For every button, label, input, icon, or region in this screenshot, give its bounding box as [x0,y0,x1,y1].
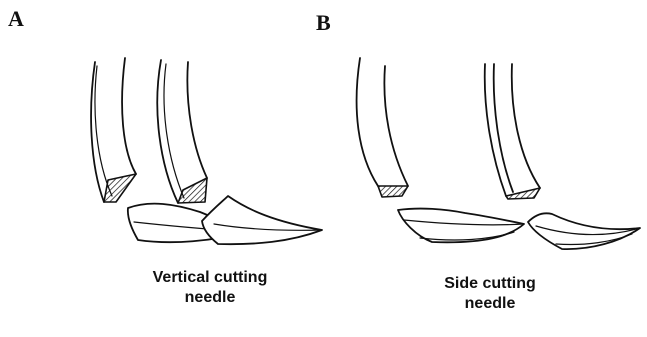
side-needle-point-right [528,213,640,249]
vertical-cutting-caption: Vertical cutting needle [130,268,290,308]
vertical-needle-point-right [202,196,322,244]
side-needle-shaft-right [485,64,540,199]
side-cutting-caption-line2: needle [420,294,560,314]
side-needle-shaft-left [357,58,408,197]
vertical-needle-shaft-right [157,60,207,203]
side-cutting-caption: Side cutting needle [420,274,560,314]
vertical-needle-shaft-left [91,58,136,202]
vertical-cutting-caption-line2: needle [130,288,290,308]
side-needle-point-left [398,209,524,243]
vertical-cutting-caption-line1: Vertical cutting [130,268,290,288]
side-cutting-caption-line1: Side cutting [420,274,560,294]
